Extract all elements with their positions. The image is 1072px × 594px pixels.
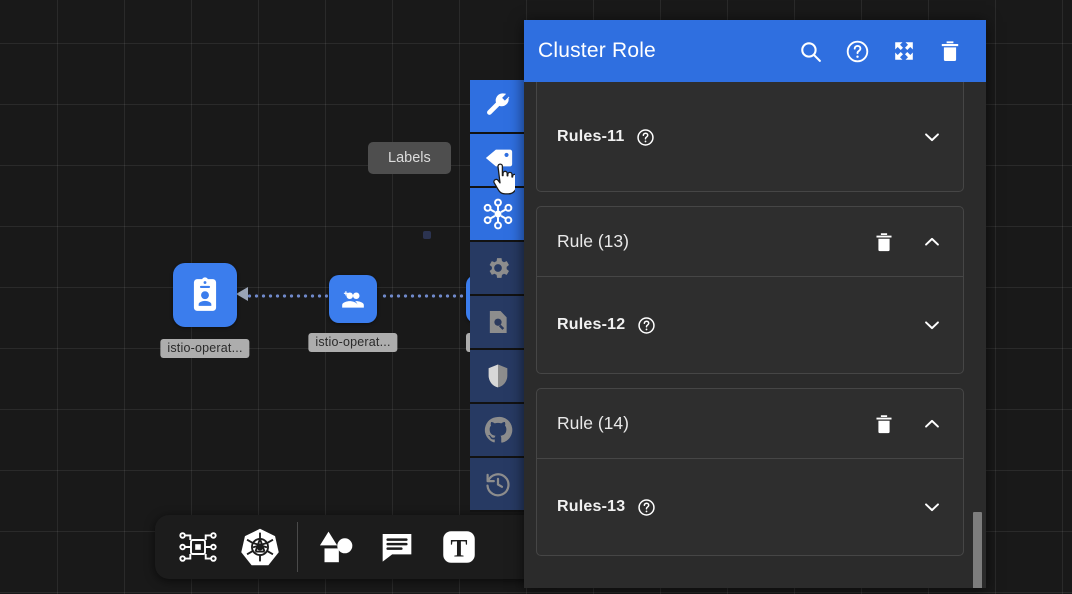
svg-text:T: T — [451, 534, 468, 562]
help-circle-icon[interactable] — [637, 498, 656, 517]
rule-header[interactable]: Rule (13) — [537, 207, 963, 277]
shield-icon — [488, 364, 508, 388]
node-label: istio-operat... — [308, 333, 398, 352]
toolbar-item-relations[interactable] — [470, 188, 526, 242]
toolbar-item-inspect[interactable] — [470, 296, 526, 350]
toolbar-item-github[interactable] — [470, 404, 526, 458]
rule-label: Rule (13) — [557, 231, 629, 251]
chevron-down-icon[interactable] — [921, 314, 943, 336]
comment-icon[interactable] — [366, 519, 428, 575]
rules-label: Rules-11 — [557, 128, 625, 145]
search-icon[interactable] — [798, 39, 823, 64]
shapes-icon[interactable] — [304, 519, 366, 575]
graph-edge — [246, 294, 328, 298]
cluster-role-panel: Cluster Role — [524, 20, 986, 588]
github-icon — [484, 416, 513, 443]
rules-label: Rules-13 — [557, 498, 626, 515]
toolbar-item-history[interactable] — [470, 458, 526, 512]
rules-label: Rules-12 — [557, 316, 626, 333]
panel-body[interactable]: Rules-11 — [524, 82, 986, 588]
chevron-down-icon[interactable] — [921, 496, 943, 518]
fullscreen-icon[interactable] — [892, 39, 916, 63]
rule-card: Rule (13) — [536, 206, 964, 374]
graph-edge — [381, 294, 475, 298]
wrench-icon — [487, 93, 510, 115]
edge-arrow-icon — [236, 287, 248, 301]
hub-icon — [483, 198, 513, 230]
rule-card: Rule (14) — [536, 388, 964, 556]
rule-label: Rule (14) — [557, 413, 629, 433]
graph-node[interactable]: istio-operat... — [308, 275, 398, 352]
chevron-up-icon[interactable] — [921, 231, 943, 253]
node-label: istio-operat... — [160, 339, 250, 358]
page-title: Cluster Role — [538, 39, 656, 62]
scrollbar-thumb[interactable] — [973, 512, 982, 588]
rules-card: Rules-11 — [536, 82, 964, 192]
graph-node[interactable]: istio-operat... — [160, 263, 250, 358]
text-tool-icon[interactable]: T — [428, 519, 490, 575]
rules-row[interactable]: Rules-12 — [537, 277, 963, 373]
rule-header[interactable]: Rule (14) — [537, 389, 963, 459]
gear-icon — [489, 258, 509, 278]
rules-row[interactable]: Rules-11 — [537, 82, 963, 192]
document-search-icon — [489, 311, 507, 333]
vertical-toolbar — [470, 80, 526, 512]
help-circle-icon[interactable] — [845, 39, 870, 64]
history-icon — [486, 473, 510, 497]
chevron-up-icon[interactable] — [921, 413, 943, 435]
help-circle-icon[interactable] — [636, 128, 655, 147]
id-badge-icon — [173, 263, 237, 327]
panel-header: Cluster Role — [524, 20, 986, 82]
panel-scrollbar[interactable] — [973, 82, 982, 588]
help-circle-icon[interactable] — [637, 316, 656, 335]
toolbar-item-wrench[interactable] — [470, 80, 526, 134]
rules-row[interactable]: Rules-13 — [537, 459, 963, 555]
trash-icon[interactable] — [873, 413, 895, 435]
kubernetes-icon[interactable] — [229, 519, 291, 575]
bottom-toolbar: T — [155, 515, 555, 579]
tag-icon — [485, 149, 513, 167]
trash-icon[interactable] — [938, 39, 962, 63]
chevron-down-icon[interactable] — [921, 126, 943, 148]
group-add-icon — [329, 275, 377, 323]
canvas-dot-marker — [423, 231, 431, 239]
toolbar-divider — [297, 522, 298, 572]
panel-header-actions — [798, 39, 962, 64]
hand-cursor-icon — [489, 163, 518, 202]
toolbar-item-settings[interactable] — [470, 242, 526, 296]
trash-icon[interactable] — [873, 231, 895, 253]
toolbar-item-security[interactable] — [470, 350, 526, 404]
labels-tooltip: Labels — [368, 142, 451, 174]
circuit-chip-icon[interactable] — [167, 519, 229, 575]
